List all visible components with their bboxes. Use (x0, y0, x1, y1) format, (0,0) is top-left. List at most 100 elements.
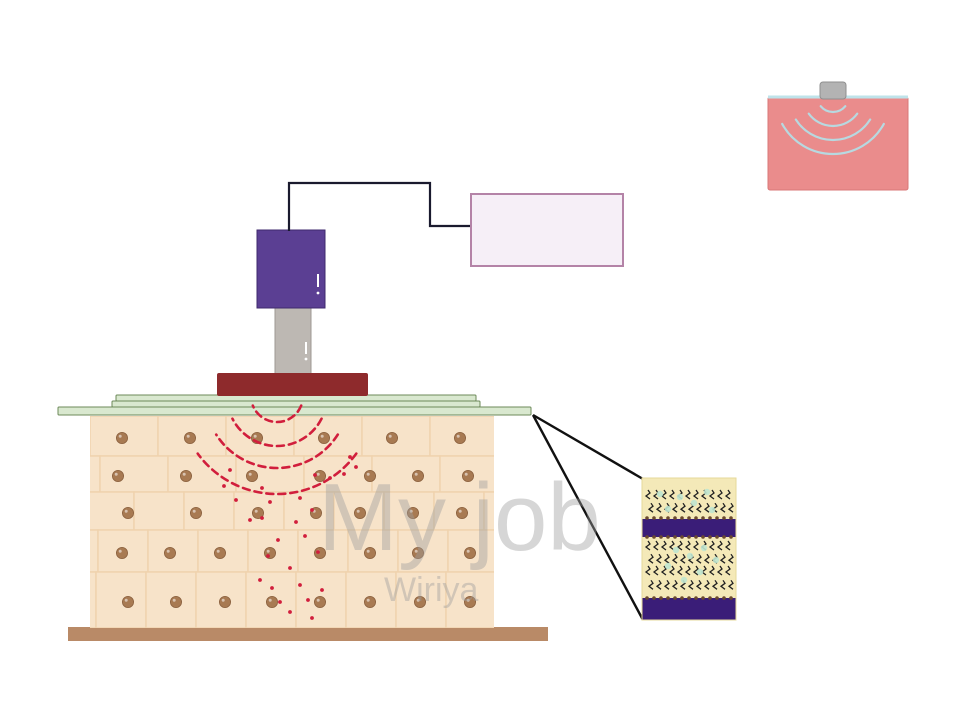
lipid-tail (668, 540, 675, 551)
cavitation-dot (278, 600, 282, 604)
indicator-mark-lower (304, 342, 308, 361)
drug-molecule (686, 552, 694, 560)
lipid-head (687, 535, 691, 539)
cavitation-dot (310, 508, 314, 512)
skin-cell (283, 491, 335, 531)
zoom-callout-lines (531, 413, 645, 621)
lipid-head (715, 596, 719, 600)
cavitation-dot (260, 486, 264, 490)
lipid-head (694, 535, 698, 539)
cavitation-dot (260, 516, 264, 520)
lipid-head (687, 516, 691, 520)
lipid-tail (660, 540, 667, 551)
cavitation-dot (276, 538, 280, 542)
glass-layer-stack (57, 394, 532, 416)
cell-nucleus (453, 431, 466, 444)
lipid-head (645, 516, 649, 520)
skin-tissue-block (90, 416, 494, 628)
cavitation-dot (306, 598, 310, 602)
drug-molecule (664, 505, 672, 513)
watermark-main: My job (318, 464, 601, 571)
lipid-head (722, 535, 726, 539)
lipid-tail (716, 540, 723, 551)
signal-generator-box (470, 193, 624, 267)
lipid-head (673, 516, 677, 520)
drug-molecule (696, 568, 704, 576)
cell-nucleus (245, 469, 258, 482)
lipid-tail (660, 565, 667, 576)
lipid-tail (652, 540, 659, 551)
cavitation-dot (310, 616, 314, 620)
drug-molecule (676, 493, 684, 501)
cavitation-dot (294, 520, 298, 524)
drug-molecule (712, 556, 720, 564)
cavitation-dot (234, 498, 238, 502)
cell-nucleus (122, 506, 135, 519)
lipid-head (722, 596, 726, 600)
lipid-head (652, 535, 656, 539)
lipid-head (694, 516, 698, 520)
drug-molecule (703, 488, 711, 496)
wave-arc (196, 452, 358, 496)
lipid-tail (684, 540, 691, 551)
cell-nucleus (218, 596, 231, 609)
cell-nucleus (317, 431, 330, 444)
lipid-head (680, 596, 684, 600)
cell-nucleus (263, 547, 276, 560)
cavitation-dot (316, 550, 320, 554)
cavitation-dot (228, 468, 232, 472)
lipid-tail (652, 489, 659, 500)
cavitation-dot (270, 586, 274, 590)
drug-molecule (672, 546, 680, 554)
lipid-head (722, 516, 726, 520)
lipid-tail (708, 489, 715, 500)
drug-molecule (680, 576, 688, 584)
lipid-head (652, 596, 656, 600)
lipid-tail (716, 565, 723, 576)
cell-nucleus (363, 596, 376, 609)
lipid-tail (700, 565, 707, 576)
transducer-body (256, 229, 326, 309)
base-plate (68, 627, 548, 641)
indicator-mark-upper (316, 274, 320, 295)
lipid-head (652, 516, 656, 520)
lipid-tail (644, 489, 651, 500)
mini-wave-arc (794, 118, 872, 142)
lipid-tail (668, 565, 675, 576)
watermark-sub: Wiriya (384, 571, 479, 609)
wave-arc (214, 433, 340, 470)
mini-wave-arc (807, 112, 859, 128)
cavitation-dot (222, 484, 226, 488)
lipid-head (666, 516, 670, 520)
glass-layer-bottom (57, 406, 532, 416)
cell-nucleus (313, 596, 326, 609)
skin-cell (483, 491, 494, 531)
drug-molecule (656, 490, 664, 498)
lipid-head (694, 596, 698, 600)
cable (287, 181, 472, 231)
lipid-tail (692, 489, 699, 500)
lipid-tail (676, 540, 683, 551)
cavitation-dot (303, 534, 307, 538)
cavitation-dot (288, 566, 292, 570)
drug-molecule (708, 506, 716, 514)
lipid-tail (692, 540, 699, 551)
wave-arc (251, 404, 303, 424)
lipid-head (729, 535, 733, 539)
lipid-head (659, 596, 663, 600)
cell-nucleus (116, 431, 129, 444)
ultrasound-on-tissue-icon (767, 81, 909, 191)
lipid-tail (676, 565, 683, 576)
lipid-tail (708, 565, 715, 576)
ultrasound-transducer-icon (217, 229, 368, 396)
cavitation-dot (298, 496, 302, 500)
lipid-tail (684, 565, 691, 576)
lipid-tail (668, 489, 675, 500)
lipid-tail (708, 540, 715, 551)
lipid-head (715, 535, 719, 539)
lipid-tail (724, 540, 731, 551)
cell-nucleus (213, 547, 226, 560)
cavitation-dot (354, 465, 358, 469)
cell-nucleus (122, 596, 135, 609)
lipid-tail (724, 489, 731, 500)
